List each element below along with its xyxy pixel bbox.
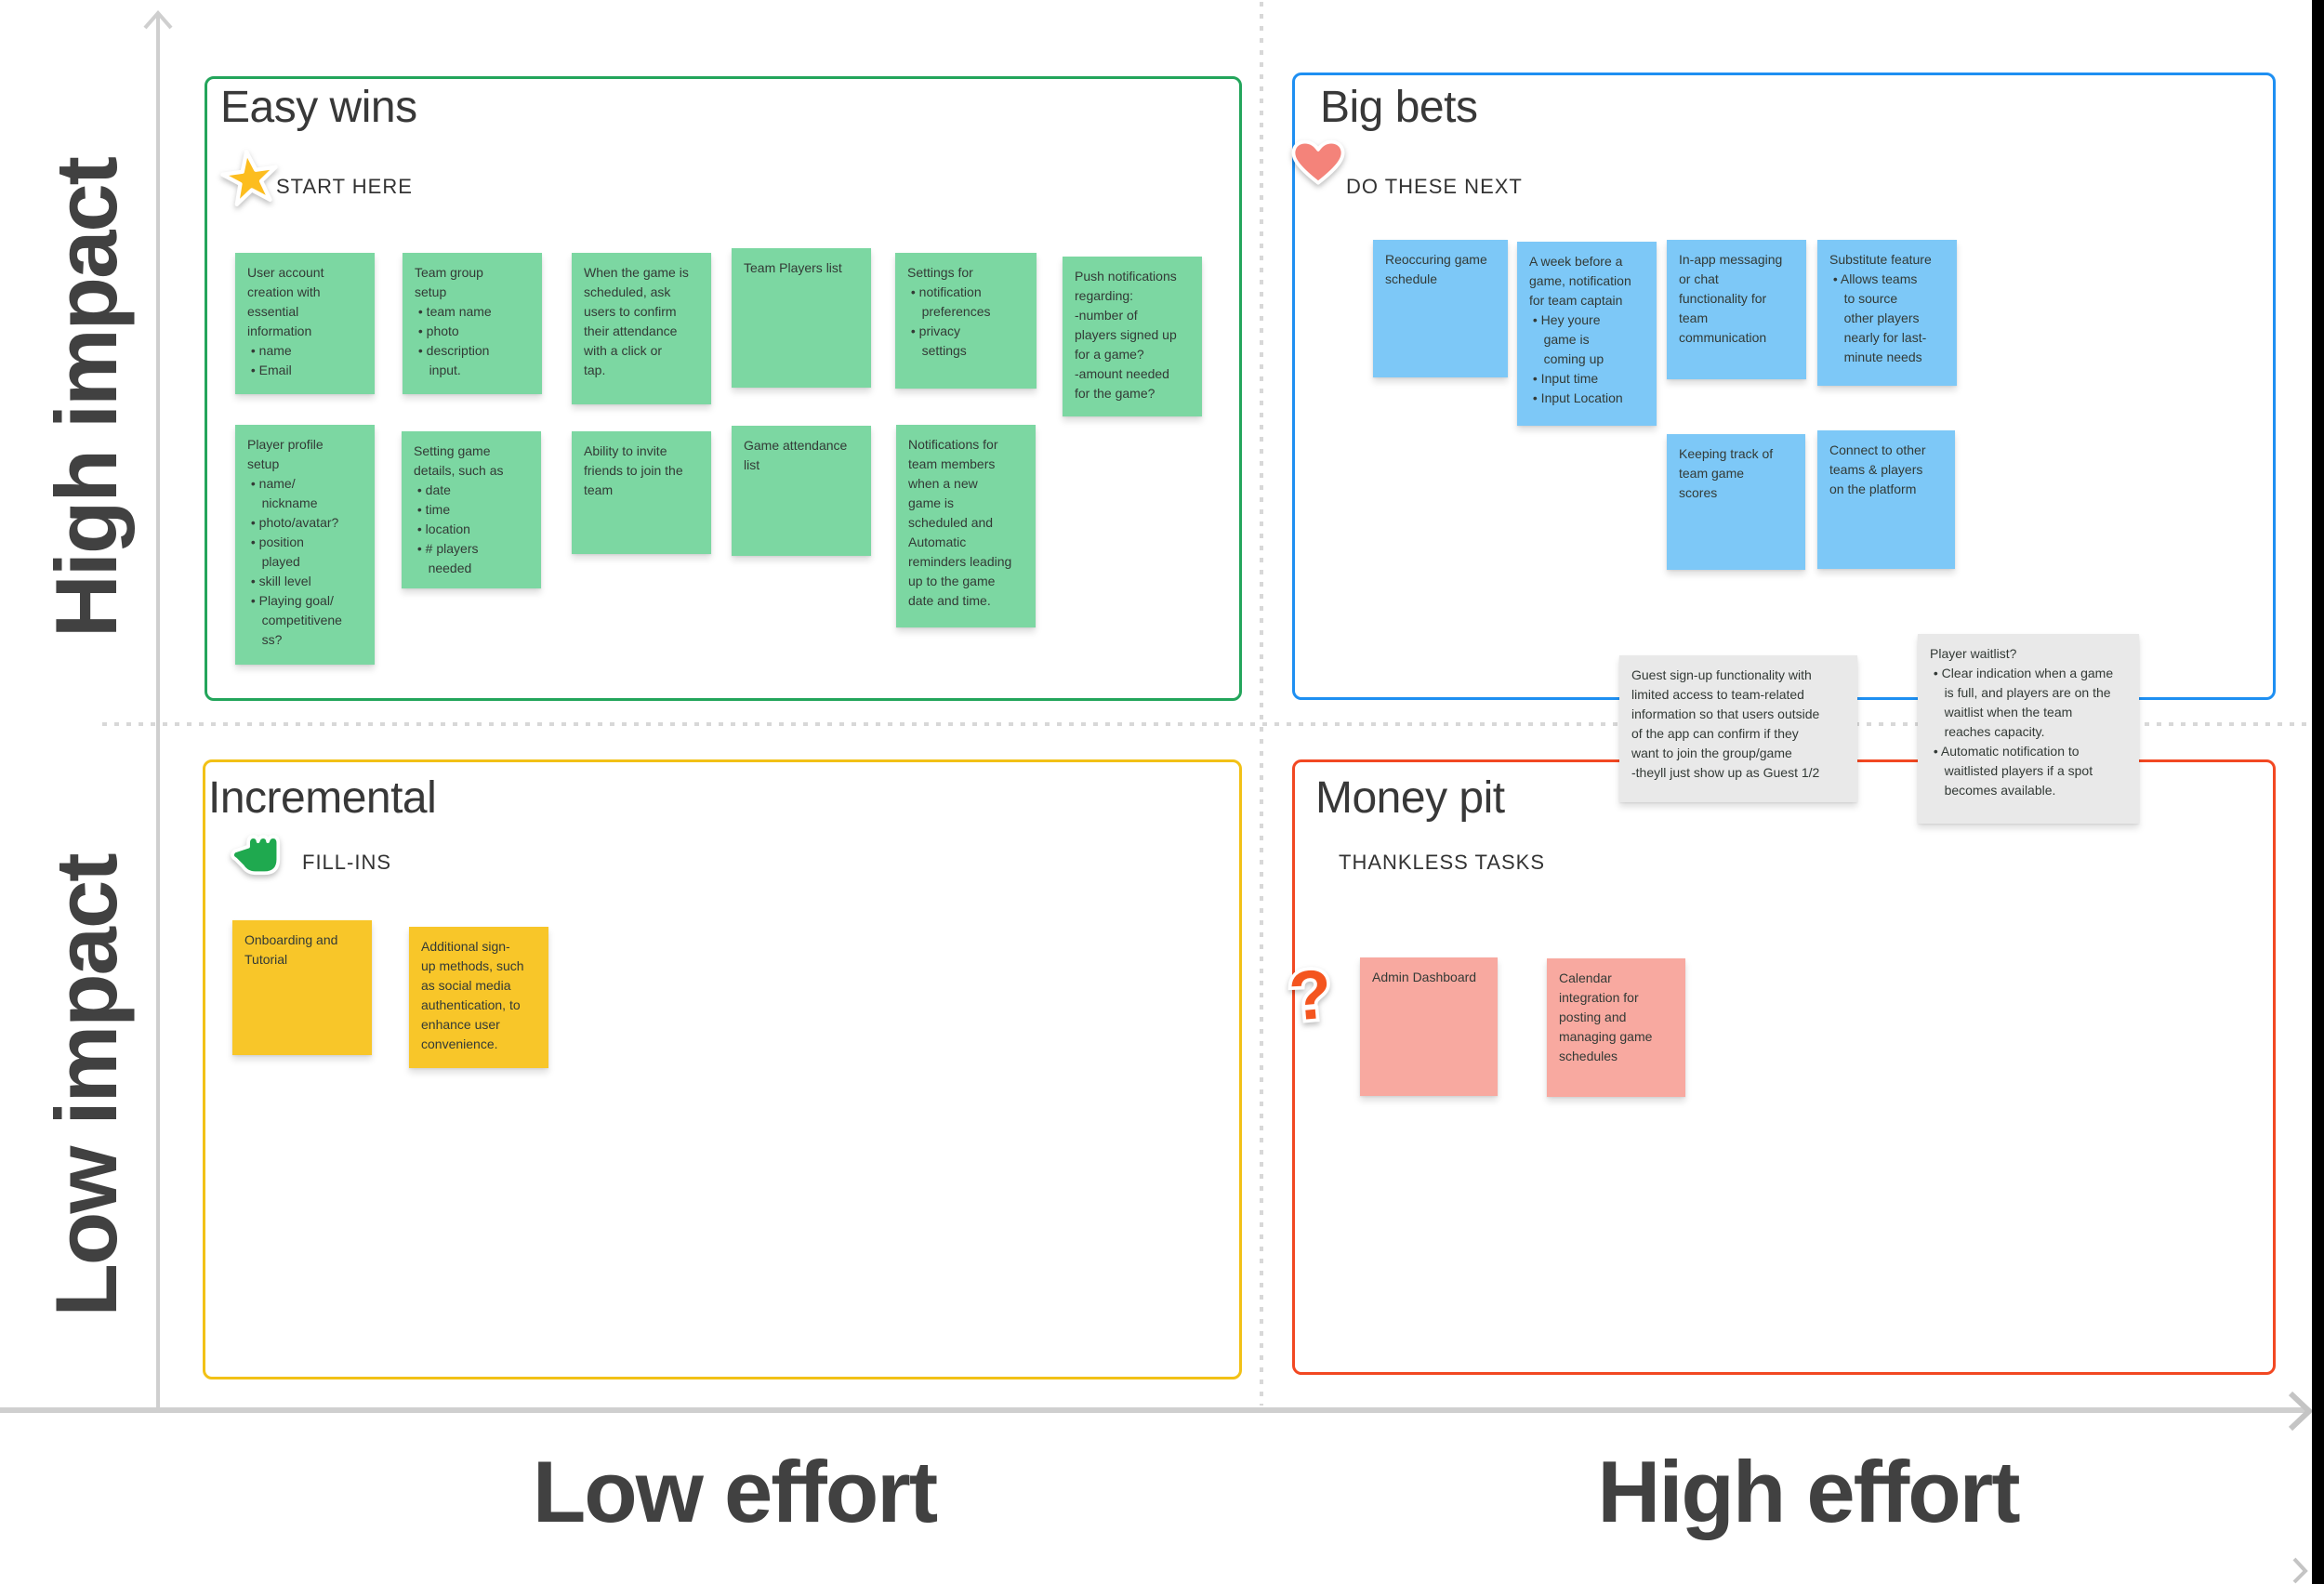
sticky-note-easy-wins[interactable]: Team group setup • team name • photo • d… <box>403 253 542 394</box>
quadrant-subtitle-money-pit: THANKLESS TASKS <box>1339 851 1546 874</box>
quadrant-subtitle-incremental: FILL-INS <box>302 851 392 874</box>
sticky-note-big-bets[interactable]: In-app messaging or chat functionality f… <box>1667 240 1806 379</box>
quadrant-title-big-bets: Big bets <box>1320 83 1478 132</box>
question-mark-icon[interactable]: ? <box>1283 950 1339 1040</box>
axis-label-low-impact: Low impact <box>37 854 135 1317</box>
sticky-note-easy-wins[interactable]: When the game is scheduled, ask users to… <box>572 253 711 404</box>
sticky-note-easy-wins[interactable]: Push notifications regarding: -number of… <box>1063 257 1202 416</box>
sticky-note-easy-wins[interactable]: Notifications for team members when a ne… <box>896 425 1036 627</box>
sticky-note-easy-wins[interactable]: Team Players list <box>732 248 871 388</box>
quadrant-title-incremental: Incremental <box>208 773 437 823</box>
sticky-note-unsorted[interactable]: Player waitlist? • Clear indication when… <box>1918 634 2139 824</box>
axis-label-high-impact: High impact <box>37 158 135 638</box>
y-axis-arrow <box>143 9 173 30</box>
sticky-note-big-bets[interactable]: Reoccuring game schedule <box>1373 240 1508 377</box>
axis-label-low-effort: Low effort <box>532 1443 938 1540</box>
x-axis-arrow <box>2288 1391 2314 1432</box>
sticky-note-easy-wins[interactable]: Settings for • notification preferences … <box>895 253 1037 389</box>
sticky-note-money-pit[interactable]: Admin Dashboard <box>1360 957 1498 1096</box>
sticky-note-big-bets[interactable]: Keeping track of team game scores <box>1667 434 1805 570</box>
quadrant-subtitle-easy-wins: START HERE <box>276 175 413 198</box>
sticky-note-big-bets[interactable]: Substitute feature • Allows teams to sou… <box>1817 240 1957 386</box>
sticky-note-easy-wins[interactable]: Setting game details, such as • date • t… <box>402 431 541 588</box>
axis-label-high-effort: High effort <box>1597 1443 2020 1540</box>
heart-icon[interactable] <box>1288 134 1348 192</box>
star-icon[interactable] <box>220 149 279 211</box>
sticky-note-incremental[interactable]: Onboarding and Tutorial <box>232 920 372 1055</box>
sticky-note-money-pit[interactable]: Calendar integration for posting and man… <box>1547 958 1685 1097</box>
sticky-note-easy-wins[interactable]: Ability to invite friends to join the te… <box>572 431 711 554</box>
svg-text:?: ? <box>1286 961 1335 1036</box>
sticky-note-incremental[interactable]: Additional sign- up methods, such as soc… <box>409 927 548 1068</box>
hand-icon[interactable] <box>229 829 286 886</box>
quadrant-big-bets[interactable] <box>1292 73 2276 700</box>
quadrant-title-easy-wins: Easy wins <box>220 83 417 132</box>
sticky-note-unsorted[interactable]: Guest sign-up functionality with limited… <box>1619 655 1857 802</box>
quadrant-easy-wins[interactable] <box>205 76 1242 701</box>
sticky-note-easy-wins[interactable]: Game attendance list <box>732 426 871 556</box>
quadrant-incremental[interactable] <box>203 759 1242 1379</box>
screen-edge-strip <box>2312 0 2324 1584</box>
quadrant-title-money-pit: Money pit <box>1315 773 1505 823</box>
sticky-note-easy-wins[interactable]: Player profile setup • name/ nickname • … <box>235 425 375 665</box>
quadrant-subtitle-big-bets: DO THESE NEXT <box>1346 175 1523 198</box>
sticky-note-big-bets[interactable]: A week before a game, notification for t… <box>1517 242 1657 426</box>
sticky-note-easy-wins[interactable]: User account creation with essential inf… <box>235 253 375 394</box>
bottom-right-chevron <box>2292 1557 2308 1584</box>
sticky-note-big-bets[interactable]: Connect to other teams & players on the … <box>1817 430 1955 569</box>
